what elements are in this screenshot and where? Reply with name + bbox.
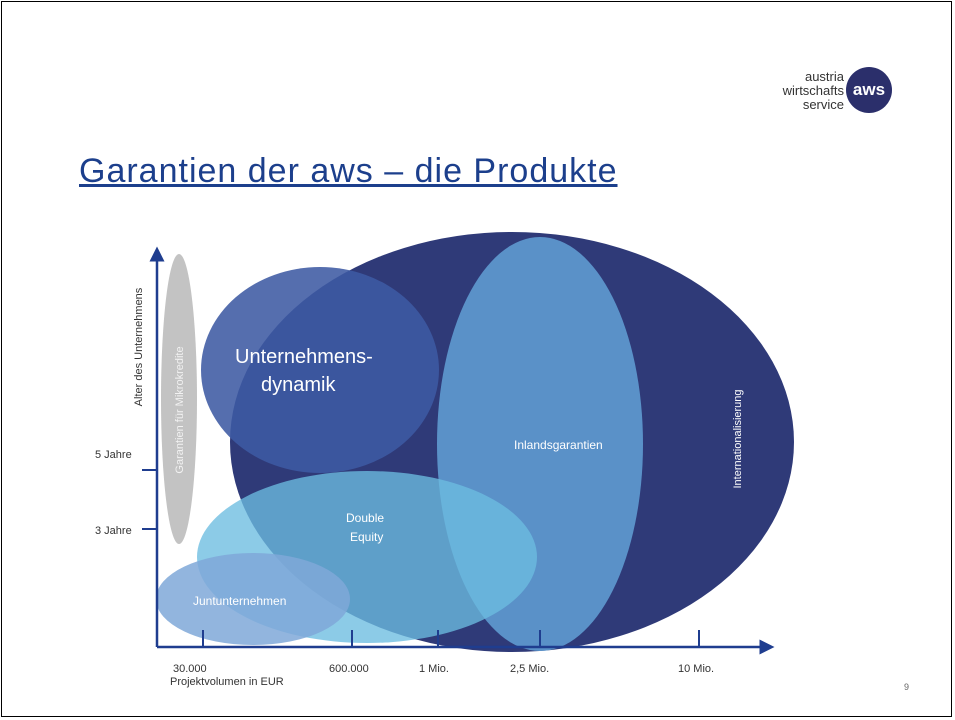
label-jungunternehmen: Juntunternehmen: [193, 594, 286, 608]
x-tick-label-10-mio: 10 Mio.: [678, 663, 714, 675]
x-axis-label: Projektvolumen in EUR: [170, 676, 284, 688]
logo-text: austria wirtschafts service: [783, 70, 844, 112]
logo-line-wirtschafts: wirtschafts: [782, 83, 844, 98]
ellipse-unternehmensdynamik: [201, 267, 439, 473]
label-internationalisierung: Internationalisierung: [732, 389, 744, 488]
ellipse-jungunternehmen: [156, 553, 350, 645]
label-inlandsgarantien: Inlandsgarantien: [514, 438, 603, 452]
x-tick-label-2-5-mio: 2,5 Mio.: [510, 663, 549, 675]
label-double-equity-2: Equity: [350, 530, 383, 544]
aws-logo: austria wirtschafts service aws: [722, 67, 922, 117]
label-mikrokredite: Garantien für Mikrokredite: [174, 346, 186, 473]
page-title: Garantien der aws – die Produkte: [79, 152, 618, 190]
logo-line-austria: austria: [804, 69, 844, 84]
label-double-equity-1: Double: [346, 511, 384, 525]
x-tick-label-30000: 30.000: [173, 663, 207, 675]
y-tick-label-5-jahre: 5 Jahre: [95, 449, 132, 461]
logo-line-service: service: [802, 97, 844, 112]
label-unternehmensdynamik-1: Unternehmens-: [235, 346, 373, 368]
label-unternehmensdynamik-2: dynamik: [261, 374, 336, 396]
x-tick-label-600000: 600.000: [329, 663, 369, 675]
y-tick-label-3-jahre: 3 Jahre: [95, 525, 132, 537]
y-axis-label: Alter des Unternehmens: [133, 287, 145, 406]
x-tick-label-1-mio: 1 Mio.: [419, 663, 449, 675]
ellipse-mikrokredite: [161, 254, 197, 544]
logo-mark: aws: [846, 67, 892, 113]
page-number: 9: [903, 682, 909, 692]
